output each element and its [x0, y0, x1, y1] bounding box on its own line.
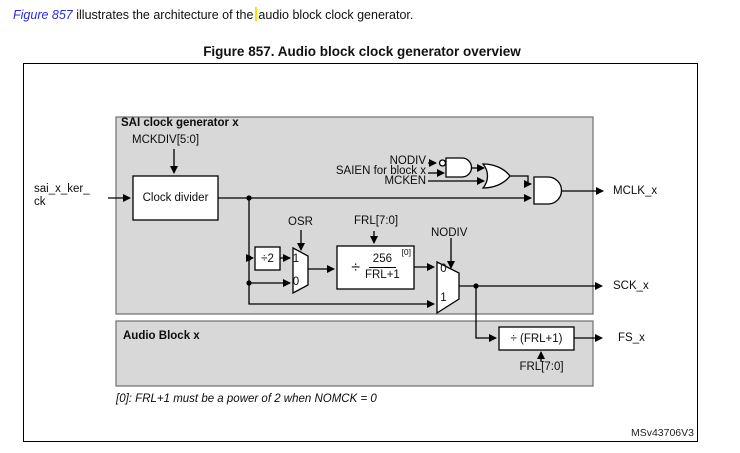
- wires: [108, 149, 604, 362]
- div2-label: ÷2: [261, 252, 274, 265]
- figure-title: Figure 857. Audio block clock generator …: [203, 44, 521, 59]
- nodiv-gate-label: NODIV: [389, 155, 426, 167]
- div2-block: [254, 246, 281, 271]
- frl-top-label: FRL[7:0]: [354, 215, 399, 227]
- frl-bottom-label: FRL[7:0]: [519, 361, 564, 373]
- fs-divider-block: [498, 326, 575, 351]
- intro-paragraph: Figure 857 illustrates the architecture …: [13, 7, 413, 22]
- nodiv-mux: [436, 260, 460, 315]
- block-diagram-canvas: [108, 116, 604, 387]
- inverter-bubble: [438, 159, 447, 167]
- nodiv-mux-input1-label: 1: [440, 291, 447, 304]
- wire-bypass-to-nodiv-mux: [248, 198, 435, 308]
- fs-output-label: FS_x: [618, 332, 645, 344]
- ratio-numerator: 256: [368, 253, 396, 268]
- saien-label: SAIEN for block x: [335, 165, 426, 177]
- junction-dots: [246, 195, 479, 289]
- osr-label: OSR: [288, 216, 313, 228]
- osr-mux-input0-label: 0: [292, 275, 300, 288]
- mclk-output-label: MCLK_x: [613, 185, 658, 197]
- intro-text: illustrates the architecture of the: [72, 8, 254, 22]
- text-caret: [255, 7, 258, 21]
- and-gate-nodiv-saien: [445, 157, 473, 178]
- clock-divider-block: [132, 175, 219, 221]
- mckdiv-label: MCKDIV[5:0]: [132, 134, 200, 146]
- mcken-label: MCKEN: [384, 175, 426, 187]
- wire-or-to-and2: [509, 175, 532, 188]
- divide-sign: ÷: [351, 258, 360, 276]
- clock-divider-label: Clock divider: [142, 192, 209, 204]
- osr-mux-input1-label: 1: [292, 252, 300, 265]
- audio-box-title: Audio Block x: [123, 330, 200, 342]
- watermark: MSv43706V3: [630, 427, 694, 439]
- sck-output-label: SCK_x: [613, 280, 649, 292]
- nodiv-mux-input0-label: 0: [440, 262, 447, 275]
- intro-text-after-caret: audio block clock generator.: [258, 8, 414, 22]
- ratio-footnote-ref: [0]: [401, 247, 411, 257]
- fs-divider-label: ÷ (FRL+1): [510, 332, 563, 345]
- input-signal-label-line1: sai_x_ker_: [34, 183, 90, 195]
- or-gate: [481, 163, 511, 189]
- figure-frame: SAI clock generator x MCKDIV[5:0] Clock …: [23, 63, 698, 442]
- sai-box-title: SAI clock generator x: [121, 117, 239, 129]
- ratio-divider-content: ÷ 256 FRL+1 [0]: [337, 246, 414, 289]
- nodiv-mux-label: NODIV: [431, 227, 468, 239]
- input-signal-label-line2: ck: [34, 196, 46, 208]
- footnote: [0]: FRL+1 must be a power of 2 when NOM…: [116, 393, 377, 405]
- wire-to-fs-divider: [475, 286, 497, 342]
- and-gate-mclk: [533, 176, 563, 205]
- figure-857-link[interactable]: Figure 857: [13, 8, 73, 22]
- ratio-denominator: FRL+1: [364, 269, 400, 281]
- osr-mux: [292, 246, 309, 295]
